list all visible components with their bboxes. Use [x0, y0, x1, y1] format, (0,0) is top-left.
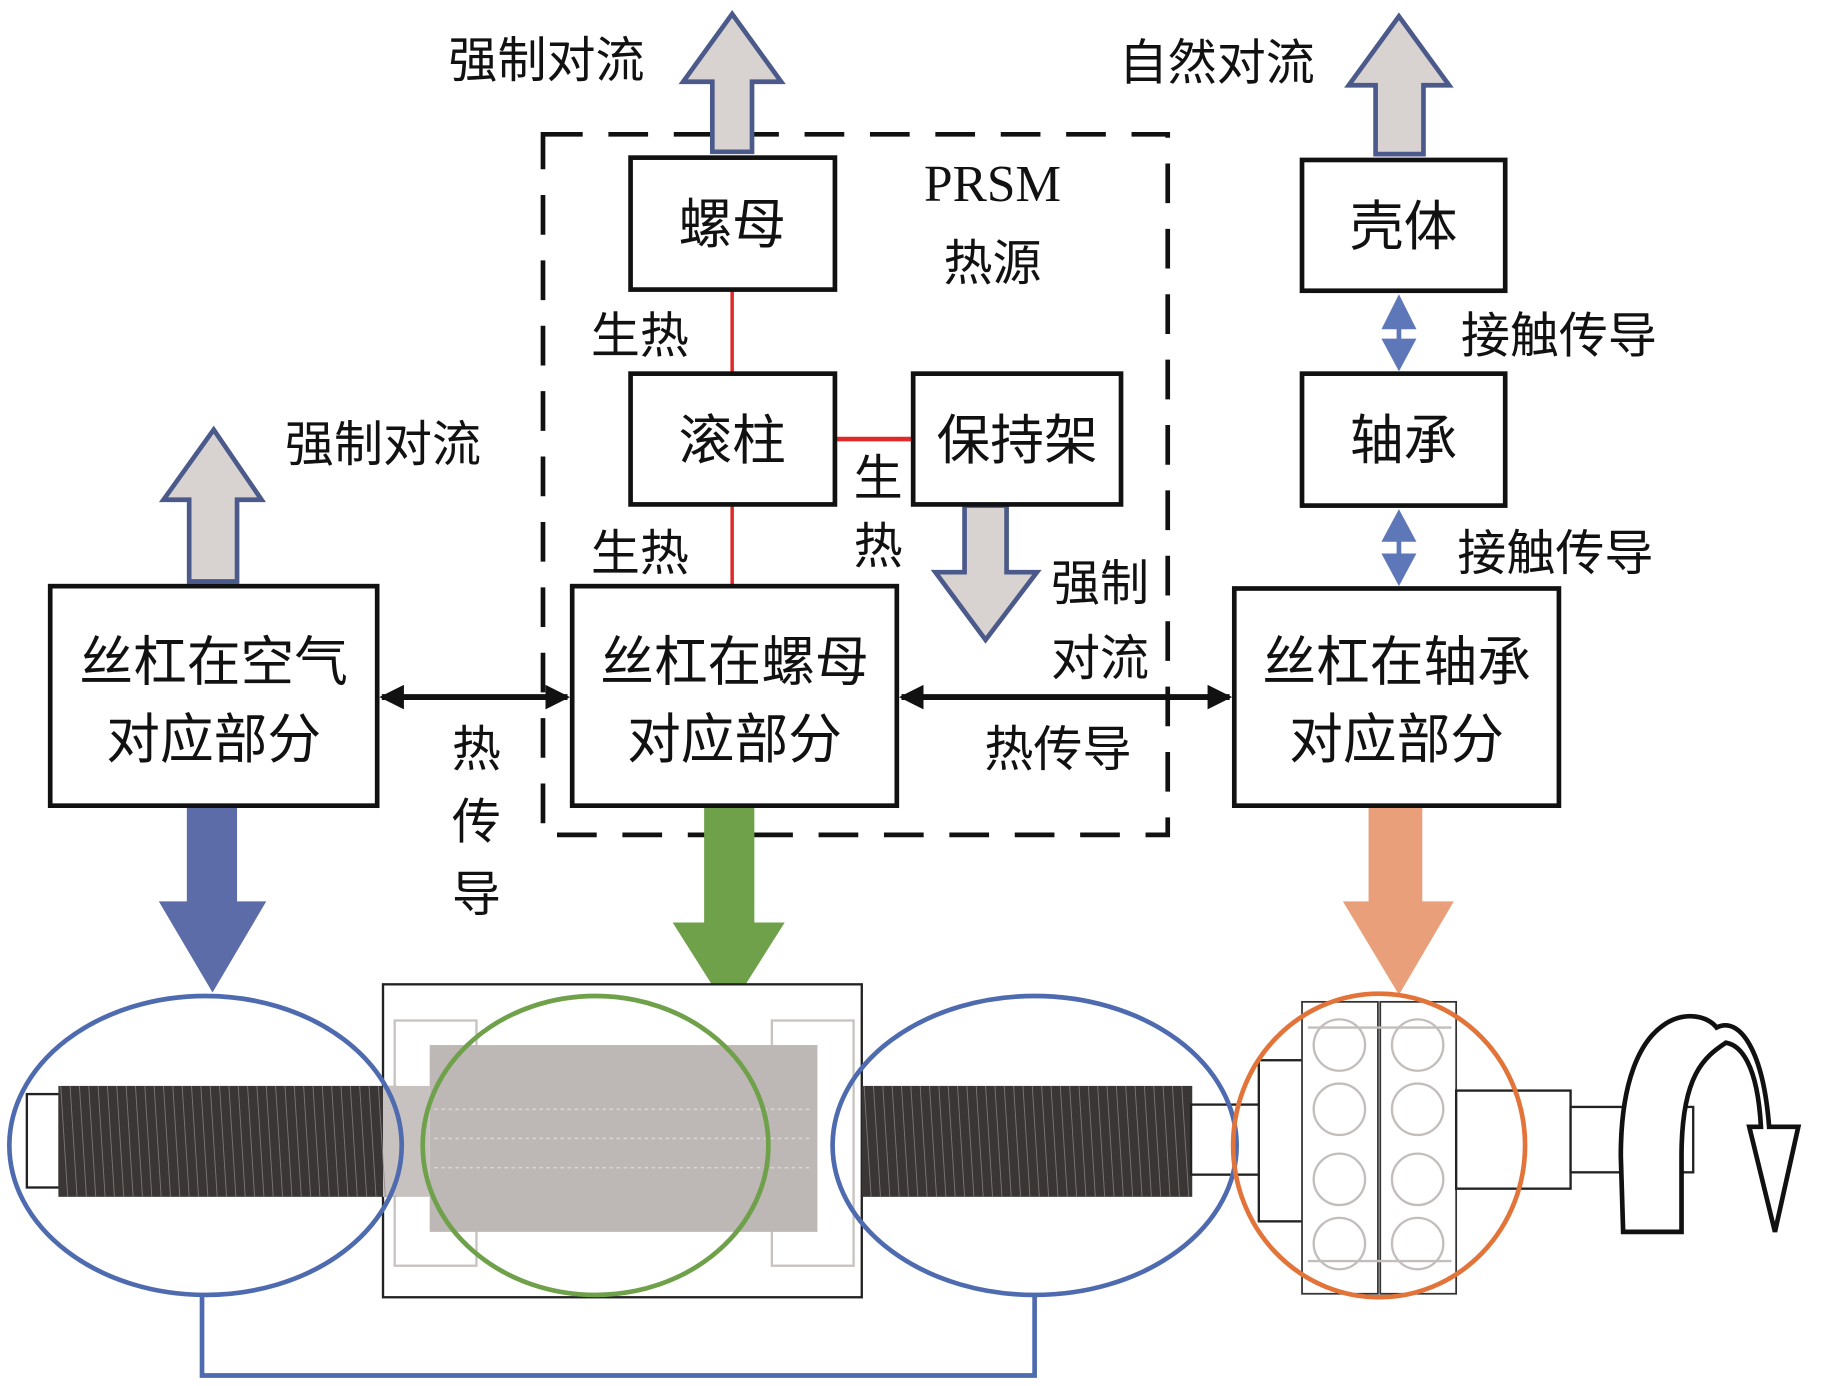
air-parts-connector: [199, 1294, 1037, 1378]
screw-air-convection-label: 强制对流: [285, 415, 481, 473]
node-roller: 滚柱: [628, 371, 838, 507]
prsm-heat-source-group: [540, 131, 1171, 838]
svg-text:对应部分: 对应部分: [627, 708, 842, 771]
node-screw-air: 丝杠在空气 对应部分: [47, 583, 380, 809]
svg-text:滚柱: 滚柱: [678, 409, 785, 472]
svg-text:壳体: 壳体: [1350, 195, 1457, 258]
prsm-label: PRSM: [924, 156, 1061, 213]
bearing-part-mapping-arrow: [1342, 808, 1454, 995]
node-screw-bearing: 丝杠在轴承 对应部分: [1231, 586, 1562, 809]
housing-bearing-contact-label: 接触传导: [1461, 307, 1657, 365]
bearing-part-ellipse: [1230, 991, 1528, 1300]
bearing-screw-contact-arrow: [1381, 509, 1417, 587]
node-nut: 螺母: [628, 155, 838, 292]
air-part-ellipse: [7, 993, 405, 1298]
air-nut-conduction-label-1: 热: [452, 720, 501, 778]
node-screw-nut: 丝杠在螺母 对应部分: [569, 583, 900, 809]
roller-cage-heat-label-2: 热: [854, 517, 903, 575]
housing-convection-arrow: [1344, 12, 1454, 157]
heat-source-label: 热源: [944, 234, 1042, 292]
svg-text:对应部分: 对应部分: [1289, 708, 1504, 771]
nut-convection-label: 强制对流: [448, 31, 644, 89]
rotation-icon: [1618, 1013, 1802, 1235]
cage-convection-label-2: 对流: [1051, 629, 1149, 687]
roller-screw-heat-label: 生热: [591, 524, 689, 582]
air-part-mapping-arrow: [158, 808, 267, 993]
screw-mechanism-drawing: [25, 983, 1695, 1299]
air-nut-conduction-label-3: 导: [452, 865, 501, 923]
svg-text:螺母: 螺母: [678, 193, 785, 256]
svg-text:丝杠在轴承: 丝杠在轴承: [1262, 631, 1531, 694]
svg-text:丝杠在空气: 丝杠在空气: [79, 631, 348, 694]
nut-bearing-conduction-label: 热传导: [984, 720, 1131, 778]
bearing-screw-contact-label: 接触传导: [1457, 524, 1653, 582]
cage-convection-label-1: 强制: [1051, 554, 1149, 612]
bearing-drawing: [1301, 1000, 1458, 1295]
screw-threaded-left: [58, 1085, 398, 1197]
svg-text:对应部分: 对应部分: [106, 708, 321, 771]
cage-convection-arrow: [930, 503, 1042, 644]
svg-text:丝杠在螺母: 丝杠在螺母: [600, 631, 869, 694]
node-housing: 壳体: [1299, 157, 1508, 294]
nut-convection-arrow: [678, 10, 786, 155]
node-bearing: 轴承: [1299, 371, 1508, 508]
housing-convection-label: 自然对流: [1119, 33, 1315, 91]
housing-bearing-contact-arrow: [1381, 294, 1417, 372]
air-nut-conduction-label-2: 传: [452, 792, 501, 850]
nut-roller-heat-label: 生热: [591, 307, 689, 365]
screw-air-convection-arrow: [158, 425, 266, 584]
node-cage: 保持架: [910, 371, 1124, 507]
screw-left-end: [25, 1092, 61, 1189]
roller-cage-heat-label-1: 生: [854, 449, 903, 507]
svg-text:轴承: 轴承: [1350, 409, 1457, 472]
nut-part-ellipse: [420, 993, 771, 1298]
svg-text:保持架: 保持架: [937, 409, 1098, 472]
screw-threaded-right: [861, 1085, 1193, 1197]
nut-part-mapping-arrow: [672, 808, 785, 1012]
